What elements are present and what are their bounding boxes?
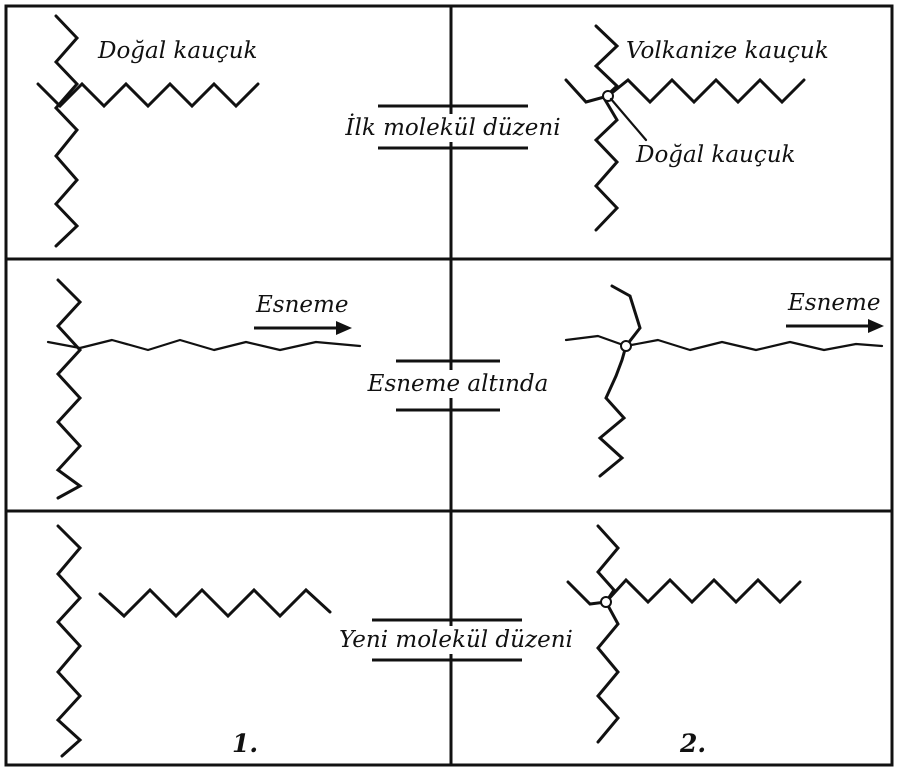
middle-left-vertical-chain [55, 278, 83, 500]
left-column-number: 1. [232, 729, 258, 758]
middle-center-label: Esneme altında [367, 371, 549, 397]
bottom-row: Yeni molekül düzeni 1. 2. [55, 524, 802, 758]
right-column-number: 2. [679, 729, 706, 758]
middle-right-vertical-chain [597, 284, 642, 478]
top-center-label: İlk molekül düzeni [344, 114, 560, 141]
middle-center-label-backdrop [352, 370, 564, 398]
top-right-vertical-chain [593, 24, 620, 232]
bottom-crosslink-joint [600, 596, 612, 608]
top-right-sublabel: Doğal kauçuk [635, 142, 795, 168]
top-left-horizontal-chain [36, 81, 260, 109]
bottom-left-vertical-chain [55, 524, 83, 758]
bottom-left-horizontal-chain [98, 587, 332, 619]
top-row: Doğal kauçuk İlk molekül düzeni Volkaniz… [36, 14, 829, 248]
middle-right-stretched-chain [564, 334, 884, 352]
middle-left-label: Esneme [255, 292, 348, 318]
bottom-center-label: Yeni molekül düzeni [339, 627, 573, 653]
top-center-label-backdrop [334, 114, 572, 142]
top-left-vertical-chain [53, 14, 80, 248]
middle-right-arrowhead [868, 319, 884, 333]
sublabel-leader-line [609, 97, 648, 142]
outer-frame [4, 4, 894, 767]
top-left-label: Doğal kauçuk [97, 38, 257, 64]
middle-left-arrowhead [336, 321, 352, 335]
bottom-right-vertical-chain [596, 524, 620, 744]
middle-left-stretched-chain [46, 338, 362, 352]
middle-row: Esneme Esneme altında Esneme [46, 278, 884, 500]
top-right-label: Volkanize kauçuk [626, 38, 829, 64]
middle-right-label: Esneme [787, 290, 880, 316]
top-right-horizontal-chain [564, 77, 806, 105]
middle-crosslink-joint [620, 340, 632, 352]
bottom-center-label-backdrop [320, 626, 592, 654]
